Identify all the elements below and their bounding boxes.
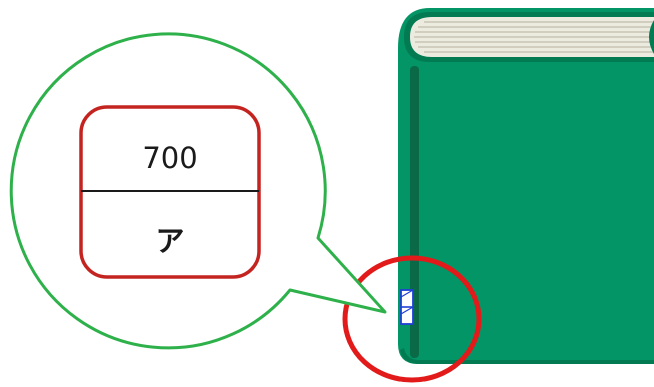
author-mark: ア [155, 224, 184, 258]
spine-tag [401, 290, 413, 324]
spine-label: 700 ア [81, 107, 259, 277]
classification-number: 700 [142, 141, 197, 175]
book [398, 8, 654, 364]
page-lines [414, 22, 654, 52]
